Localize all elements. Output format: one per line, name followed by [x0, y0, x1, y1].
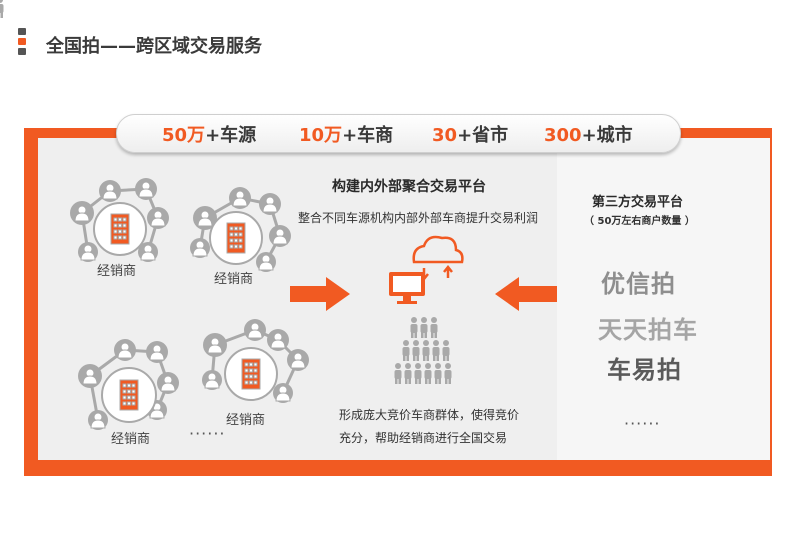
third-party-heading: 第三方交易平台: [592, 195, 684, 210]
brand-youxinpai: 优信拍: [601, 270, 676, 298]
third-party-panel: [557, 138, 770, 460]
platform-caption-line-1: 形成庞大竞价车商群体，使得竞价: [339, 408, 520, 422]
dealer-ellipsis: ······: [189, 424, 226, 443]
dealer-cluster-3: [78, 339, 179, 430]
crowd-icon: [0, 0, 452, 384]
brand-ellipsis: ······: [624, 414, 661, 433]
stat-vehicles: 50万+车源: [162, 125, 257, 146]
third-party-note: （ 50万左右商户数量 ）: [584, 216, 695, 227]
stat-cities: 300+城市: [544, 125, 633, 146]
platform-heading: 构建内外部聚合交易平台: [332, 179, 486, 195]
dealer-label-2: 经销商: [214, 272, 254, 287]
page-title: 全国拍——跨区域交易服务: [46, 36, 262, 57]
dealer-cluster-2: [190, 187, 291, 272]
arrow-left-icon: [495, 277, 557, 311]
stat-dealers: 10万+车商: [299, 125, 394, 146]
dealer-cluster-4: [202, 319, 309, 403]
platform-caption-line-2: 充分，帮助经销商进行全国交易: [339, 431, 508, 445]
dealer-label-1: 经销商: [97, 264, 137, 279]
cloud-computer-icon: [389, 235, 464, 304]
stat-provinces: 30+省市: [432, 125, 509, 146]
dealer-cluster-1: [70, 178, 169, 262]
platform-subtitle: 整合不同车源机构内部外部车商提升交易利润: [298, 211, 539, 225]
title-marker-icon: [18, 28, 26, 58]
brand-tiantianpaiche: 天天拍车: [598, 316, 698, 344]
stats-banner: [116, 114, 681, 153]
arrow-right-icon: [290, 277, 350, 311]
dealer-label-4: 经销商: [111, 432, 151, 447]
dealer-label-3: 经销商: [226, 413, 266, 428]
brand-cheyipai: 车易拍: [607, 356, 682, 384]
